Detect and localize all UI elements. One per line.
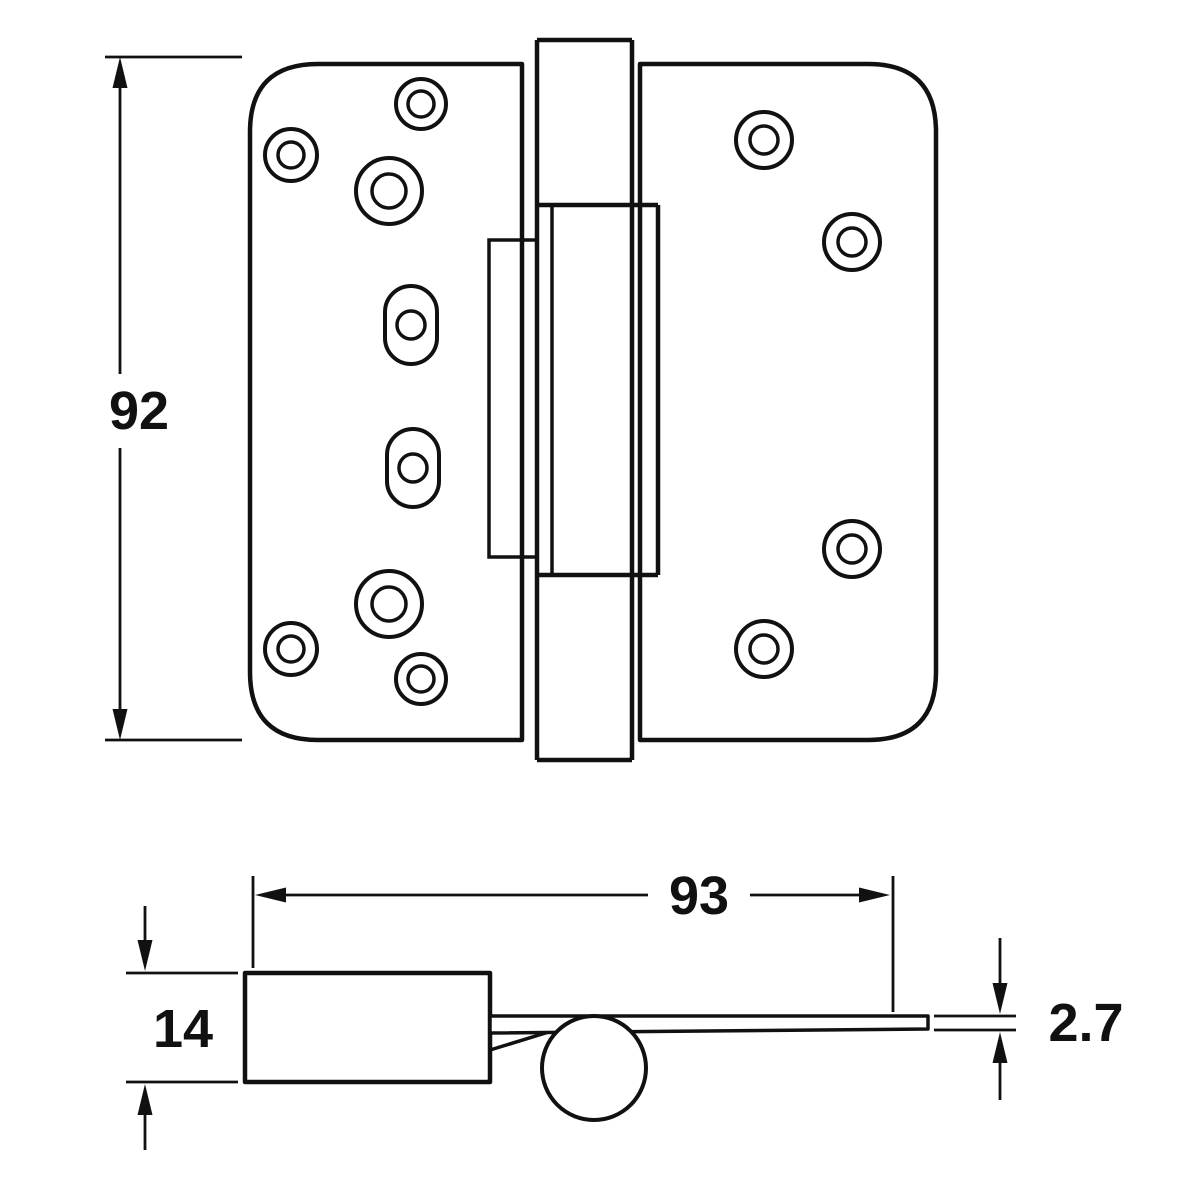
screw-hole-bore	[276, 634, 306, 664]
arrowhead-up	[112, 57, 128, 88]
right-leaf-holes	[734, 110, 882, 679]
hinge-barrel	[534, 37, 661, 763]
front-view: 92	[105, 37, 939, 763]
dimension-label-block-height: 14	[153, 999, 213, 1059]
mounting-block-side-view	[242, 970, 493, 1085]
arrowhead-up	[992, 1032, 1008, 1063]
side-view: 93 14 2.7	[126, 866, 1124, 1150]
left-leaf	[247, 61, 525, 743]
barrel-side-view	[540, 1014, 648, 1122]
dimension-plate-thickness: 2.7	[934, 938, 1124, 1100]
arrowhead-down	[137, 940, 153, 971]
arrowhead-down	[112, 709, 128, 740]
dimension-width: 93	[251, 866, 895, 1012]
left-leaf-holes	[263, 77, 448, 706]
screw-hole-bore	[836, 226, 868, 258]
screw-hole-bore	[276, 140, 306, 170]
dimension-label-width: 93	[669, 866, 729, 926]
screw-hole-bore	[406, 664, 436, 694]
screw-hole-bore	[406, 89, 436, 119]
screw-hole-bore	[748, 633, 780, 665]
adjustment-slot-bore	[397, 452, 429, 484]
arrowhead-right	[859, 887, 890, 903]
dimension-height: 92	[105, 55, 242, 742]
screw-hole-bore	[748, 124, 780, 156]
arrowhead-left	[255, 887, 286, 903]
adjustment-hole-bore	[370, 172, 408, 210]
screw-hole-bore	[836, 533, 868, 565]
adjustment-hole-bore	[370, 585, 408, 623]
dimension-block-height: 14	[126, 906, 238, 1150]
adjustment-slot-bore	[395, 309, 427, 341]
left-leaf-notch	[487, 238, 537, 559]
dimension-label-height: 92	[109, 381, 169, 441]
arrowhead-up	[137, 1084, 153, 1115]
arrowhead-down	[992, 983, 1008, 1014]
dimension-label-plate-thickness: 2.7	[1048, 993, 1123, 1053]
